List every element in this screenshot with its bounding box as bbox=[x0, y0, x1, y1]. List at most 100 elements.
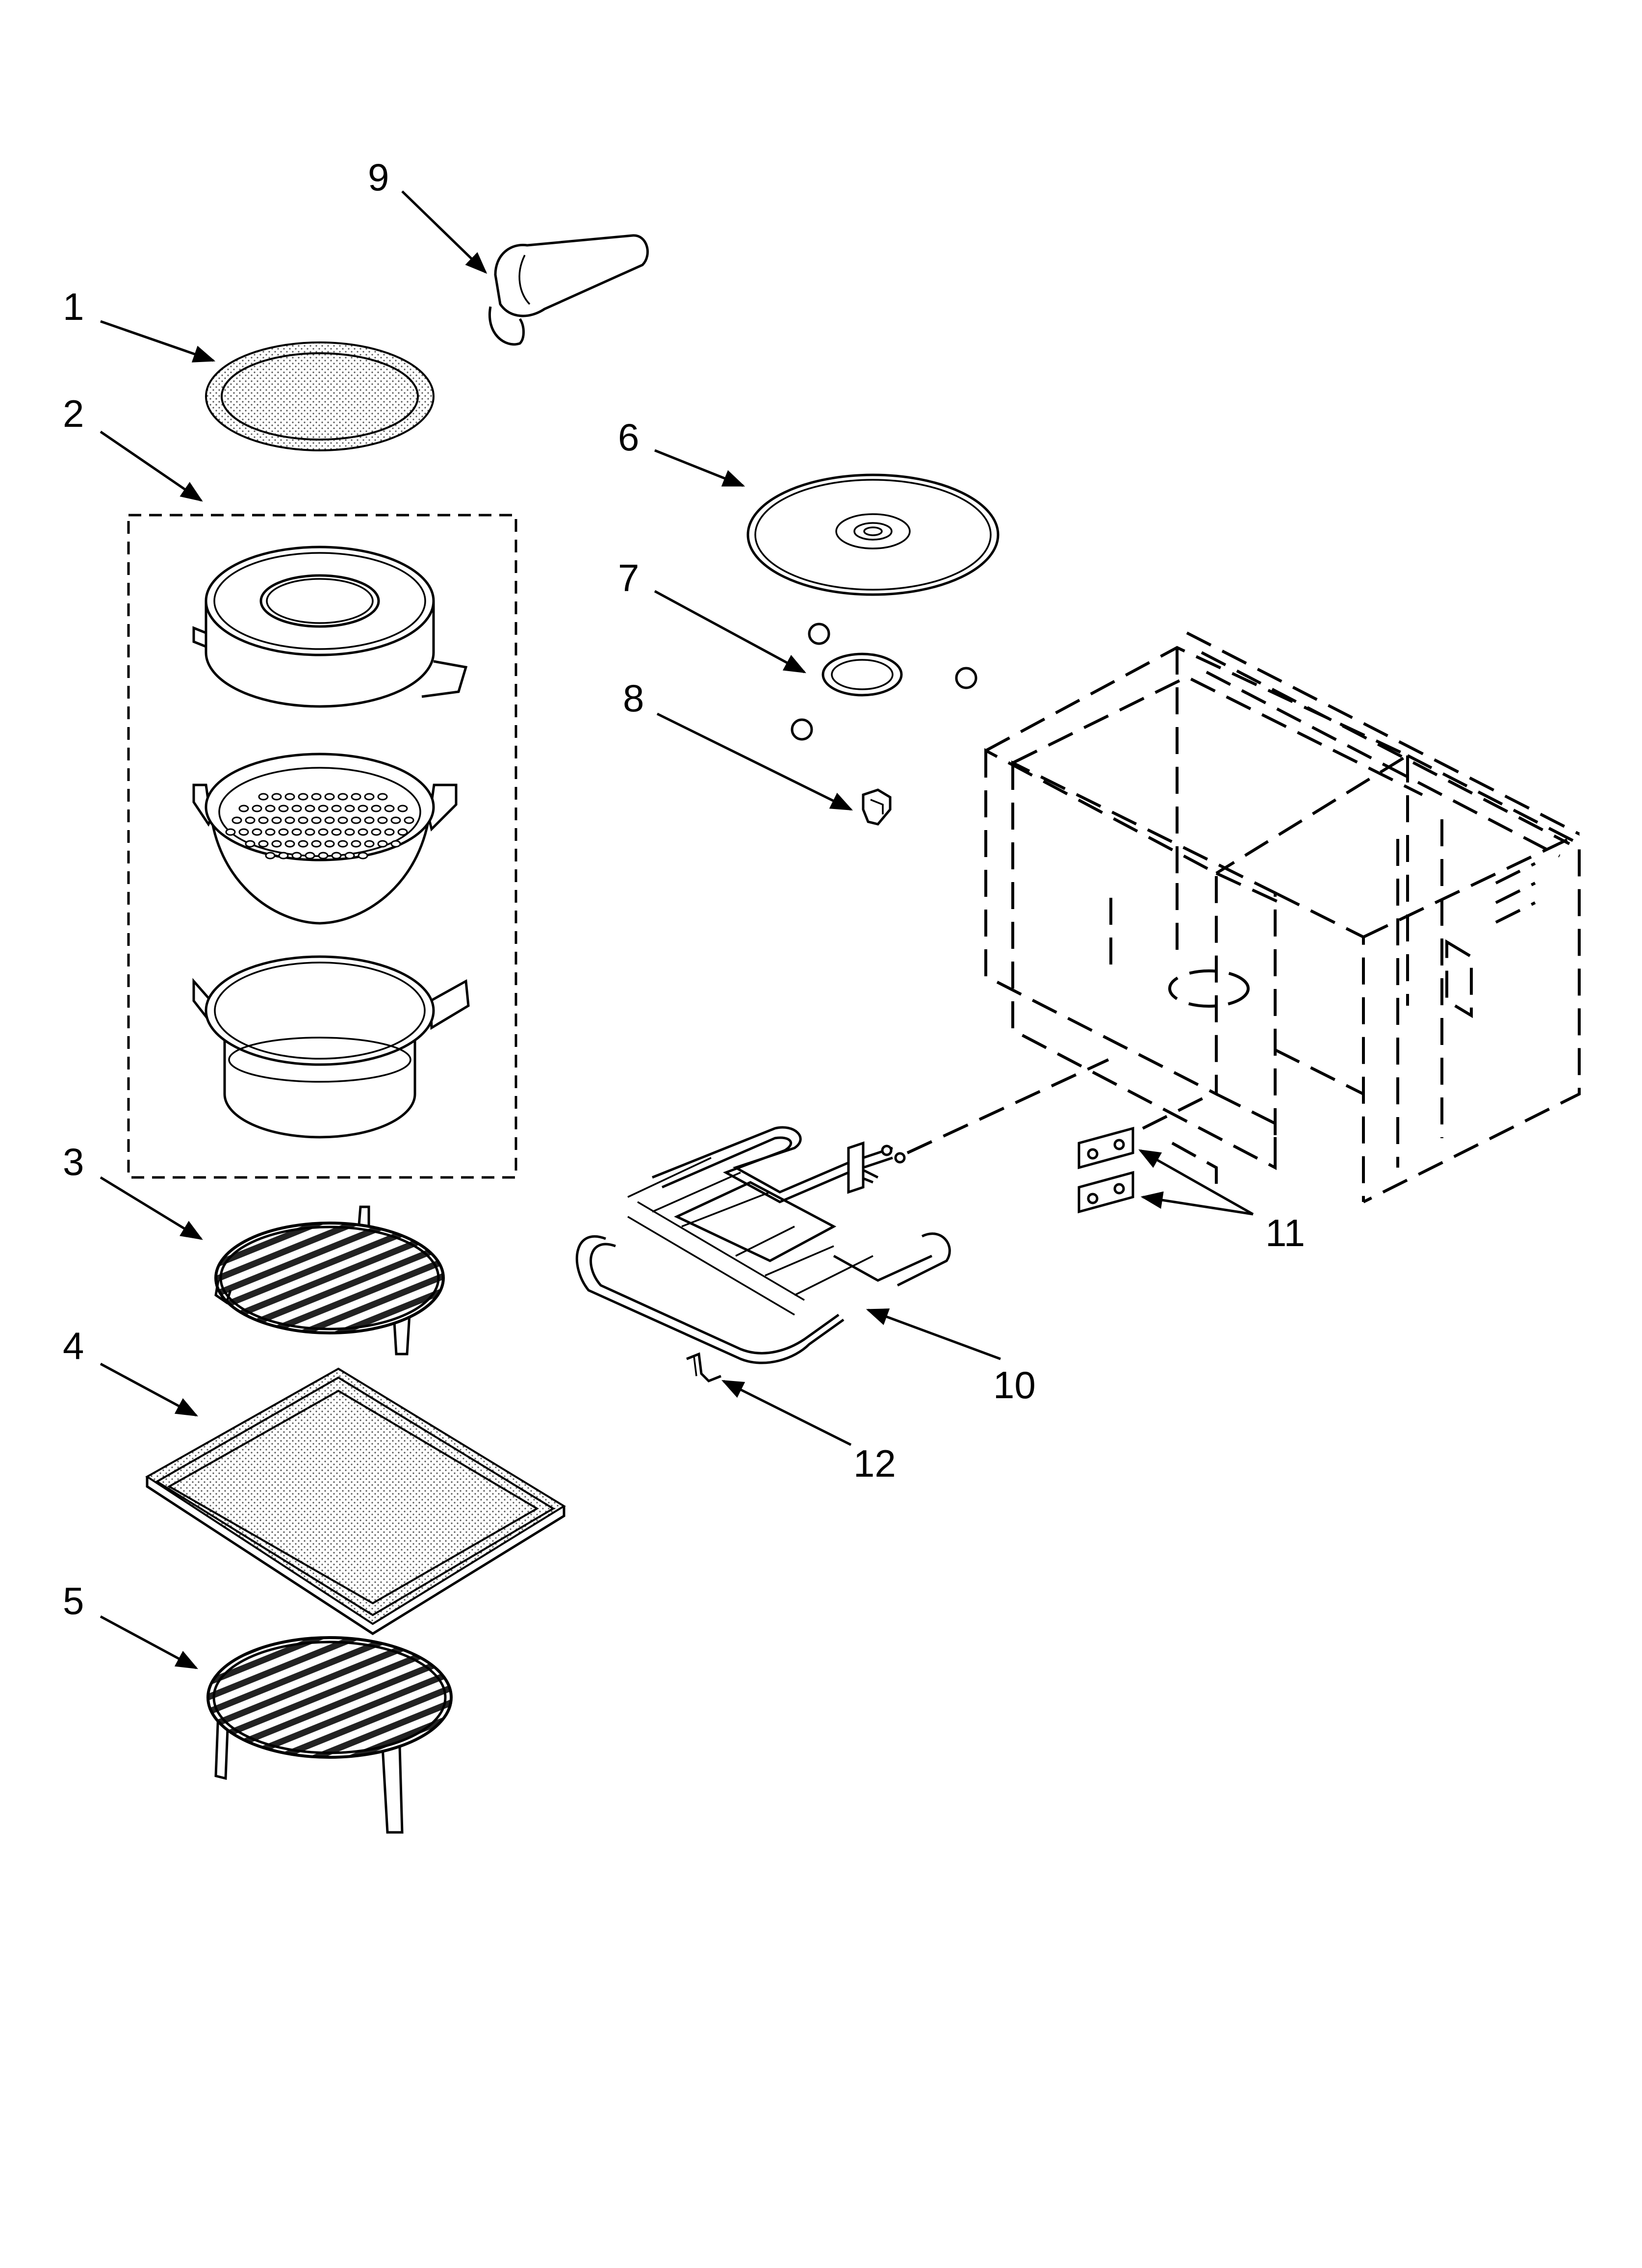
steamer-hole bbox=[390, 840, 401, 848]
steamer-hole bbox=[324, 816, 335, 824]
steamer-hole bbox=[305, 828, 315, 836]
steamer-hole bbox=[245, 816, 256, 824]
steamer-hole bbox=[331, 805, 342, 812]
callout-1: 1 bbox=[63, 285, 84, 328]
steamer-hole bbox=[298, 840, 308, 848]
callout-8: 8 bbox=[623, 677, 644, 720]
callout-7: 7 bbox=[618, 556, 639, 600]
steamer-hole bbox=[291, 805, 302, 812]
steamer-hole bbox=[238, 805, 249, 812]
steamer-hole bbox=[384, 805, 395, 812]
steamer-basket bbox=[192, 753, 458, 925]
steamer-hole bbox=[298, 816, 308, 824]
steamer-cover bbox=[192, 546, 468, 708]
steamer-hole bbox=[364, 816, 375, 824]
steamer-hole bbox=[351, 840, 361, 848]
callout-4: 4 bbox=[63, 1324, 84, 1367]
bracket bbox=[686, 1352, 721, 1382]
steamer-hole bbox=[311, 793, 322, 801]
coupler bbox=[862, 788, 892, 826]
turntable-plate bbox=[746, 473, 1000, 596]
steamer-hole bbox=[311, 816, 322, 824]
steamer-pot bbox=[192, 955, 470, 1139]
heating-element bbox=[575, 1126, 951, 1364]
steamer-hole bbox=[371, 828, 382, 836]
steamer-hole bbox=[318, 828, 329, 836]
callout-labels: 1 2 3 4 5 6 7 8 9 10 11 12 bbox=[63, 156, 1305, 1622]
callout-11: 11 bbox=[1265, 1211, 1305, 1254]
steamer-hole bbox=[225, 828, 236, 836]
steamer-hole bbox=[284, 840, 295, 848]
steamer-hole bbox=[265, 852, 276, 860]
steamer-hole bbox=[371, 805, 382, 812]
steamer-hole bbox=[337, 793, 348, 801]
steamer-hole bbox=[245, 840, 256, 848]
steamer-hole bbox=[318, 805, 329, 812]
steamer-hole bbox=[271, 816, 282, 824]
handle bbox=[488, 234, 649, 346]
steamer-hole bbox=[358, 828, 368, 836]
turntable-support bbox=[791, 623, 977, 741]
steamer-hole bbox=[358, 852, 368, 860]
high-rack bbox=[206, 1636, 453, 1834]
baking-tray bbox=[145, 1367, 566, 1635]
steamer-hole bbox=[351, 816, 361, 824]
steamer-hole bbox=[278, 828, 289, 836]
steamer-hole bbox=[305, 852, 315, 860]
steamer-hole bbox=[337, 840, 348, 848]
mica-covers bbox=[1078, 1126, 1134, 1214]
steamer-hole bbox=[384, 828, 395, 836]
callout-12: 12 bbox=[853, 1442, 896, 1485]
callout-6: 6 bbox=[618, 416, 639, 459]
element-connector-line bbox=[906, 1058, 1109, 1154]
callout-10: 10 bbox=[993, 1363, 1036, 1407]
steamer-hole bbox=[278, 852, 289, 860]
steamer-hole bbox=[284, 816, 295, 824]
steamer-hole bbox=[231, 816, 242, 824]
steamer-hole bbox=[265, 805, 276, 812]
steamer-hole bbox=[305, 805, 315, 812]
steamer-hole bbox=[344, 805, 355, 812]
steamer-hole bbox=[397, 805, 408, 812]
steamer-hole bbox=[258, 816, 269, 824]
steamer-hole bbox=[324, 793, 335, 801]
steamer-hole bbox=[291, 828, 302, 836]
steamer-hole bbox=[252, 805, 262, 812]
steamer-hole bbox=[344, 852, 355, 860]
callout-9: 9 bbox=[368, 156, 389, 199]
steamer-set-box bbox=[127, 514, 517, 1179]
steamer-hole bbox=[238, 828, 249, 836]
steamer-hole bbox=[377, 793, 388, 801]
callout-3: 3 bbox=[63, 1140, 84, 1183]
steamer-hole bbox=[291, 852, 302, 860]
steamer-hole bbox=[377, 816, 388, 824]
callout-2: 2 bbox=[63, 392, 84, 435]
steamer-hole bbox=[404, 816, 414, 824]
oven-cavity-phantom bbox=[984, 631, 1581, 1203]
steamer-hole bbox=[331, 852, 342, 860]
mica-connector-line bbox=[1142, 1095, 1207, 1130]
steamer-hole bbox=[311, 840, 322, 848]
steamer-hole bbox=[271, 793, 282, 801]
steamer-hole bbox=[271, 840, 282, 848]
leader-lines bbox=[100, 190, 1254, 1669]
steamer-hole bbox=[298, 793, 308, 801]
steamer-hole bbox=[258, 840, 269, 848]
steamer-hole bbox=[397, 828, 408, 836]
steamer-hole bbox=[278, 805, 289, 812]
steamer-hole bbox=[258, 793, 269, 801]
steamer-hole bbox=[377, 840, 388, 848]
steamer-hole bbox=[364, 840, 375, 848]
steamer-hole bbox=[344, 828, 355, 836]
pan-lid bbox=[205, 341, 435, 451]
steamer-hole bbox=[284, 793, 295, 801]
callout-5: 5 bbox=[63, 1579, 84, 1622]
steamer-hole bbox=[331, 828, 342, 836]
steamer-hole bbox=[358, 805, 368, 812]
steamer-hole bbox=[351, 793, 361, 801]
steamer-hole bbox=[324, 840, 335, 848]
steamer-hole bbox=[252, 828, 262, 836]
steamer-hole bbox=[364, 793, 375, 801]
steamer-hole bbox=[318, 852, 329, 860]
